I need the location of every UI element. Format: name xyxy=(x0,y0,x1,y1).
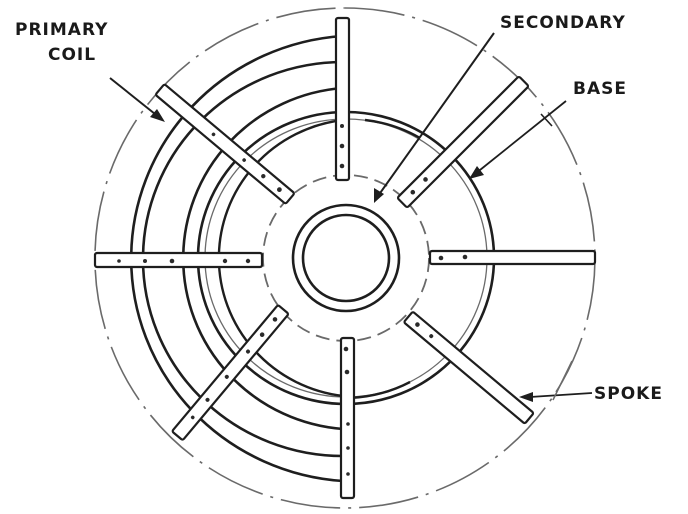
label-spoke: SPOKE xyxy=(594,384,663,404)
spoke-lower-left xyxy=(171,304,289,441)
spoke-upper-right xyxy=(396,75,530,209)
spoke-right xyxy=(428,249,597,266)
spokes xyxy=(93,16,597,500)
spoke-bottom xyxy=(339,336,356,500)
label-primary-coil-line2: COIL xyxy=(48,45,97,65)
spoke-lower-right xyxy=(403,311,535,425)
label-base: BASE xyxy=(573,79,627,99)
spoke-top xyxy=(334,16,351,182)
outer-boundary-circle xyxy=(94,7,596,509)
spoke-leader xyxy=(519,360,593,402)
spoke-upper-left xyxy=(155,83,295,205)
secondary-coil-form xyxy=(291,203,401,313)
label-secondary: SECONDARY xyxy=(500,13,626,33)
leader-lines xyxy=(109,32,593,402)
spoke-left xyxy=(93,251,264,269)
primary-coil-leader xyxy=(109,77,165,122)
secondary-leader xyxy=(374,32,495,203)
base-leader xyxy=(469,100,567,179)
label-primary-coil-line1: PRIMARY xyxy=(15,20,109,40)
